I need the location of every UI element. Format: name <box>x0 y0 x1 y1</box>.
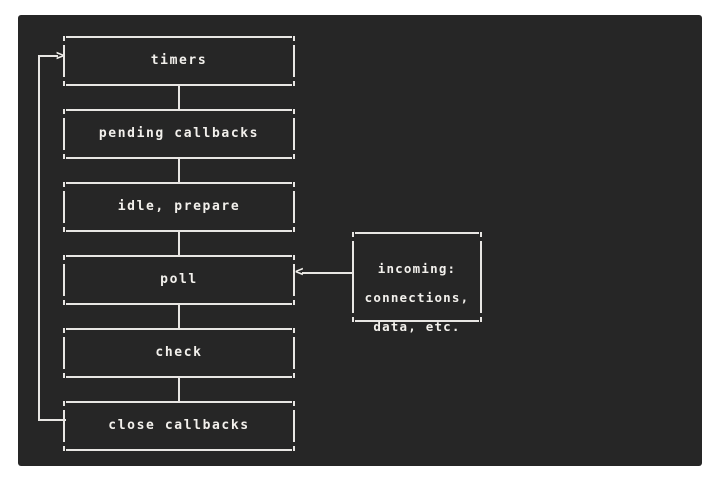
corner-bottom-left <box>63 227 65 232</box>
edge-right <box>293 410 295 442</box>
connector-idle-to-poll <box>178 232 180 255</box>
arrow-shaft-incoming-to-poll <box>302 272 352 274</box>
edge-left <box>63 410 65 442</box>
phase-box-check[interactable]: check <box>63 328 295 378</box>
edge-top <box>66 109 292 111</box>
edge-right <box>293 264 295 296</box>
side-box-line-1: incoming: <box>377 261 457 276</box>
corner-bottom-right <box>293 81 295 86</box>
edge-left <box>63 45 65 77</box>
edge-top <box>66 182 292 184</box>
corner-bottom-right <box>293 446 295 451</box>
edge-right <box>480 241 482 313</box>
phase-label: check <box>155 345 203 360</box>
corner-bottom-left <box>63 154 65 159</box>
corner-top-left <box>63 182 65 187</box>
corner-top-left <box>63 109 65 114</box>
edge-bottom <box>66 84 292 86</box>
edge-right <box>293 337 295 369</box>
phase-box-poll[interactable]: poll <box>63 255 295 305</box>
return-rail-top-arm <box>38 55 58 57</box>
phase-label: timers <box>150 53 208 68</box>
edge-left <box>63 118 65 150</box>
corner-bottom-right <box>293 373 295 378</box>
arrow-head-into-timers-icon: > <box>56 48 65 64</box>
corner-bottom-left <box>63 446 65 451</box>
return-rail-foot <box>38 419 66 421</box>
corner-bottom-right <box>293 227 295 232</box>
corner-top-right <box>293 182 295 187</box>
edge-bottom <box>355 320 479 322</box>
side-box-line-3: data, etc. <box>373 319 461 334</box>
return-rail-top-stub <box>38 55 40 65</box>
corner-top-left <box>63 401 65 406</box>
connector-poll-to-check <box>178 305 180 328</box>
corner-top-right <box>293 36 295 41</box>
corner-top-left <box>352 232 354 237</box>
phase-label: poll <box>160 272 198 287</box>
edge-left <box>352 241 354 313</box>
edge-left <box>63 191 65 223</box>
edge-top <box>66 401 292 403</box>
corner-top-left <box>63 328 65 333</box>
edge-right <box>293 118 295 150</box>
corner-top-right <box>293 109 295 114</box>
corner-top-right <box>293 328 295 333</box>
edge-right <box>293 191 295 223</box>
return-rail-vertical <box>38 63 40 421</box>
phase-box-close-callbacks[interactable]: close callbacks <box>63 401 295 451</box>
edge-bottom <box>66 230 292 232</box>
edge-top <box>66 36 292 38</box>
edge-bottom <box>66 157 292 159</box>
connector-timers-to-pending <box>178 86 180 109</box>
side-box-incoming[interactable]: incoming: connections, data, etc. <box>352 232 482 334</box>
phase-box-pending-callbacks[interactable]: pending callbacks <box>63 109 295 159</box>
diagram-panel: > timers pending callbacks <box>18 15 702 466</box>
corner-bottom-left <box>63 81 65 86</box>
phase-label: close callbacks <box>108 418 250 433</box>
connector-pending-to-idle <box>178 159 180 182</box>
edge-right <box>293 45 295 77</box>
edge-left <box>63 264 65 296</box>
corner-bottom-right <box>293 154 295 159</box>
corner-bottom-right <box>293 300 295 305</box>
corner-bottom-left <box>63 373 65 378</box>
connector-check-to-close <box>178 378 180 401</box>
corner-bottom-left <box>63 300 65 305</box>
edge-left <box>63 337 65 369</box>
edge-bottom <box>66 303 292 305</box>
edge-bottom <box>66 449 292 451</box>
corner-top-right <box>480 232 482 237</box>
corner-top-left <box>63 36 65 41</box>
phase-box-timers[interactable]: timers <box>63 36 295 86</box>
phase-label: pending callbacks <box>98 126 260 141</box>
arrow-head-into-poll-icon: < <box>295 264 304 280</box>
edge-top <box>355 232 479 234</box>
corner-bottom-right <box>480 317 482 322</box>
corner-top-right <box>293 401 295 406</box>
corner-bottom-left <box>352 317 354 322</box>
corner-top-right <box>293 255 295 260</box>
phase-box-idle-prepare[interactable]: idle, prepare <box>63 182 295 232</box>
corner-top-left <box>63 255 65 260</box>
edge-bottom <box>66 376 292 378</box>
phase-label: idle, prepare <box>117 199 241 214</box>
edge-top <box>66 255 292 257</box>
side-box-line-2: connections, <box>364 290 470 305</box>
edge-top <box>66 328 292 330</box>
